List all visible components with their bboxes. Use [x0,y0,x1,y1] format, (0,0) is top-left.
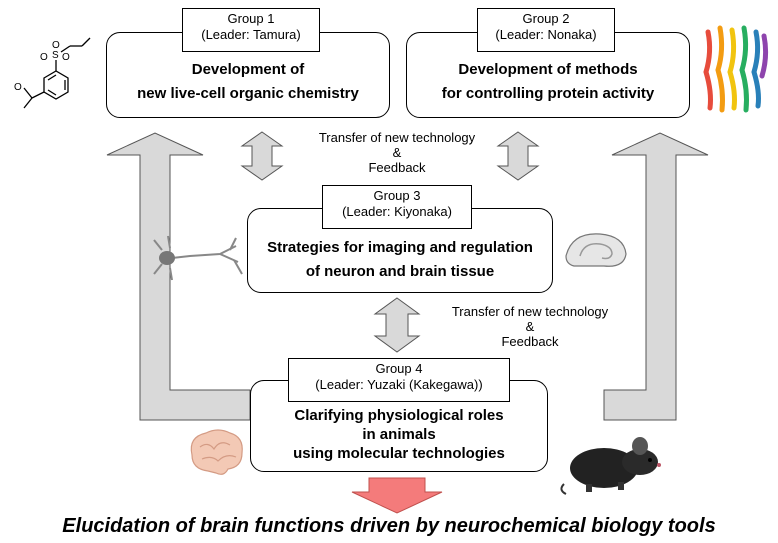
neuron-icon [153,235,243,281]
group-1-tag: Group 1 (Leader: Tamura) [182,8,320,52]
group-3-title: Strategies for imaging and regulation of… [247,236,553,284]
transfer-note-top-line1: Transfer of new technology [318,130,476,145]
group-2-title-line2: for controlling protein activity [441,85,655,102]
svg-text:O: O [14,82,22,93]
transfer-note-top-line3: Feedback [368,160,426,175]
svg-text:O: O [52,40,60,51]
group-4-title: Clarifying physiological roles in animal… [250,406,548,463]
group-2-name: Group 2 [522,11,570,26]
group-4-title-line1: Clarifying physiological roles [294,407,504,424]
group-1-leader: (Leader: Tamura) [201,27,301,42]
transfer-note-top-line2: & [392,145,402,160]
brain-icon [190,429,243,475]
chemical-structure-icon: S O O O O [14,37,91,109]
group-3-leader: (Leader: Kiyonaka) [342,204,452,219]
result-down-arrow [351,477,443,514]
group-2-leader: (Leader: Nonaka) [495,27,597,42]
group-2-tag: Group 2 (Leader: Nonaka) [477,8,615,52]
mouse-icon [560,437,661,495]
double-arrow-right-top [496,131,540,181]
group-1-title: Development of new live-cell organic che… [106,58,390,106]
transfer-note-bottom-line1: Transfer of new technology [451,304,609,319]
transfer-note-bottom: Transfer of new technology & Feedback [425,304,635,349]
group-3-name: Group 3 [373,188,421,203]
right-feedback-arrow [603,132,709,421]
svg-text:O: O [62,52,70,63]
group-1-title-line2: new live-cell organic chemistry [137,85,359,102]
group-4-title-line2: in animals [362,426,436,443]
double-arrow-middle [373,297,421,353]
svg-text:S: S [52,50,59,61]
group-4-tag: Group 4 (Leader: Yuzaki (Kakegawa)) [288,358,510,402]
group-1-name: Group 1 [227,11,275,26]
brain-slice-icon [565,233,627,267]
conclusion-text: Elucidation of brain functions driven by… [62,515,716,537]
group-4-leader: (Leader: Yuzaki (Kakegawa)) [315,377,483,392]
protein-structure-icon [703,25,769,113]
group-2-title: Development of methods for controlling p… [406,58,690,106]
transfer-note-bottom-line3: Feedback [501,334,559,349]
double-arrow-left-top [240,131,284,181]
svg-text:O: O [40,52,48,63]
group-4-title-line3: using molecular technologies [293,445,505,462]
group-2-title-line1: Development of methods [458,61,638,78]
group-3-title-line2: of neuron and brain tissue [305,263,495,280]
group-4-name: Group 4 [375,361,423,376]
group-1-title-line1: Development of [191,61,305,78]
group-3-title-line1: Strategies for imaging and regulation [267,239,533,256]
transfer-note-top: Transfer of new technology & Feedback [292,130,502,175]
group-3-tag: Group 3 (Leader: Kiyonaka) [322,185,472,229]
transfer-note-bottom-line2: & [525,319,535,334]
